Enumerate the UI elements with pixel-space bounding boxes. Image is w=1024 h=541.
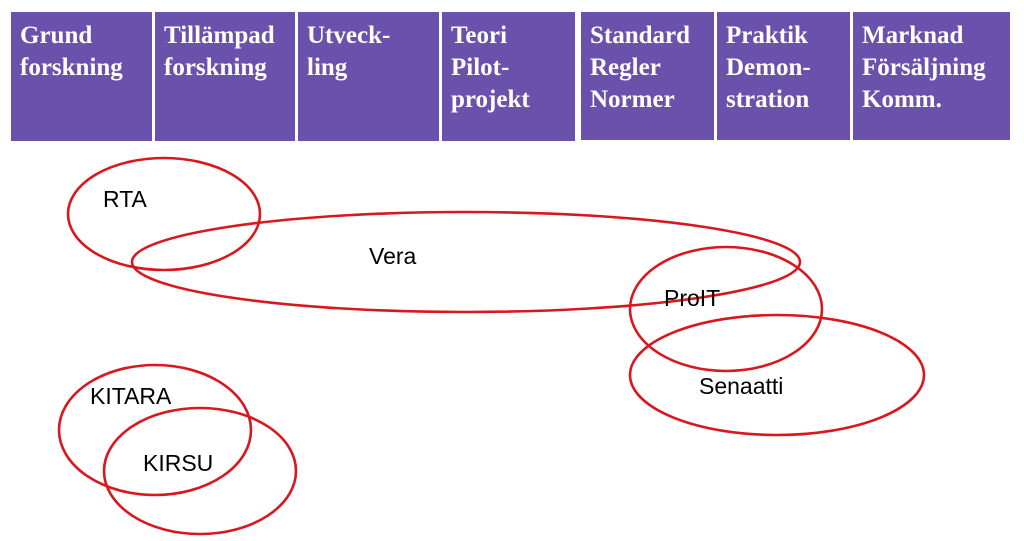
label-proit: ProIT	[664, 285, 721, 311]
ellipse-senaatti	[628, 313, 926, 437]
header-cell-standard: Standard Regler Normer	[581, 12, 714, 140]
label-rta: RTA	[103, 186, 147, 212]
header-cell-teori: Teori Pilot- projekt	[442, 12, 575, 141]
header-cell-praktik: Praktik Demon- stration	[717, 12, 850, 140]
ellipse-kirsu	[102, 406, 298, 536]
header-cell-tillampad: Tillämpad forskning	[155, 12, 295, 141]
ellipse-rta	[66, 156, 262, 272]
label-vera: Vera	[369, 243, 417, 269]
label-kitara: KITARA	[90, 383, 172, 409]
ellipse-kitara	[57, 363, 253, 497]
label-kirsu: KIRSU	[143, 450, 214, 476]
ellipse-proit	[628, 245, 824, 373]
header-cell-utveckling: Utveck- ling	[298, 12, 439, 141]
header-row-right: Standard Regler Normer Praktik Demon- st…	[581, 12, 1010, 140]
header-row-left: Grund forskning Tillämpad forskning Utve…	[11, 12, 575, 141]
ellipse-vera	[130, 210, 802, 314]
header-cell-marknad: Marknad Försäljning Komm.	[853, 12, 1010, 140]
header-cell-grund: Grund forskning	[11, 12, 152, 141]
label-senaatti: Senaatti	[699, 373, 784, 399]
